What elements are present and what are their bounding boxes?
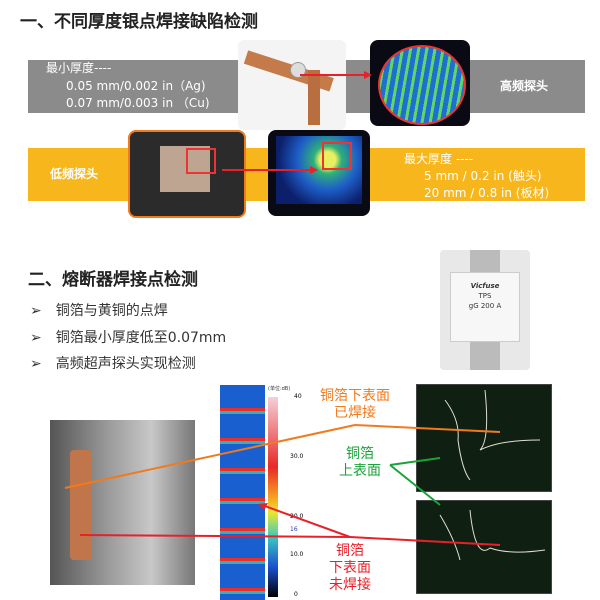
red-line [79, 534, 351, 538]
silver-contact-photo [238, 40, 346, 130]
section2-title: 二、熔断器焊接点检测 [28, 270, 198, 290]
colorbar-unit: (单位:dB) [268, 386, 291, 392]
arrow-head [310, 166, 318, 174]
bullet-item: ➢高频超声探头实现检测 [30, 356, 196, 372]
colorbar-tick: 0 [294, 591, 298, 598]
min-value-cu: 0.07 mm/0.003 in （Cu) [66, 96, 210, 110]
c-scan-strip [220, 385, 265, 600]
max-value-plate: 20 mm / 0.8 in (板材) [424, 186, 550, 200]
orange-line [64, 424, 356, 489]
max-thickness-label: 最大厚度 ---- [404, 152, 474, 166]
fuse-brand: Vicfuse [470, 282, 500, 290]
colorbar: (单位:dB) 40 30.0 20.0 16 10.0 0 [266, 385, 316, 600]
colorbar-tick: 30.0 [290, 453, 304, 460]
low-freq-probe-label: 低频探头 [50, 167, 99, 181]
fuse-weld-photo [50, 420, 195, 585]
high-freq-probe-label: 高频探头 [500, 79, 549, 93]
fuse-photo: Vicfuse TPS gG 200 A [440, 250, 530, 370]
fuse-type: TPS [478, 292, 492, 300]
max-value-contact: 5 mm / 0.2 in (触头) [424, 169, 542, 183]
bullet-item: ➢铜箔最小厚度低至0.07mm [30, 330, 227, 346]
low-freq-scan-image [268, 130, 370, 216]
colorbar-tick: 10.0 [290, 551, 304, 558]
waveform-trace [439, 509, 546, 561]
arrow-head [364, 71, 372, 79]
green-line [389, 457, 441, 466]
label-top-surface: 铜箔上表面 [339, 446, 381, 479]
label-welded: 铜箔下表面已焊接 [320, 388, 390, 421]
colorbar-tick: 20.0 [290, 513, 304, 520]
bullet-item: ➢铜箔与黄铜的点焊 [30, 303, 168, 319]
waveform-unwelded [416, 500, 552, 594]
contact-block-photo [128, 130, 246, 218]
label-unwelded: 铜箔下表面未焊接 [329, 543, 371, 593]
section1-title: 一、不同厚度银点焊接缺陷检测 [20, 12, 258, 32]
min-thickness-label: 最小厚度---- [46, 61, 112, 75]
high-freq-scan-image [370, 40, 470, 126]
colorbar-tick: 40 [294, 393, 302, 400]
fuse-rating: gG 200 A [468, 302, 502, 310]
colorbar-tick: 16 [290, 526, 298, 533]
waveform-trace [444, 389, 541, 481]
min-value-ag: 0.05 mm/0.002 in（Ag) [66, 79, 206, 93]
waveform-welded [416, 384, 552, 492]
